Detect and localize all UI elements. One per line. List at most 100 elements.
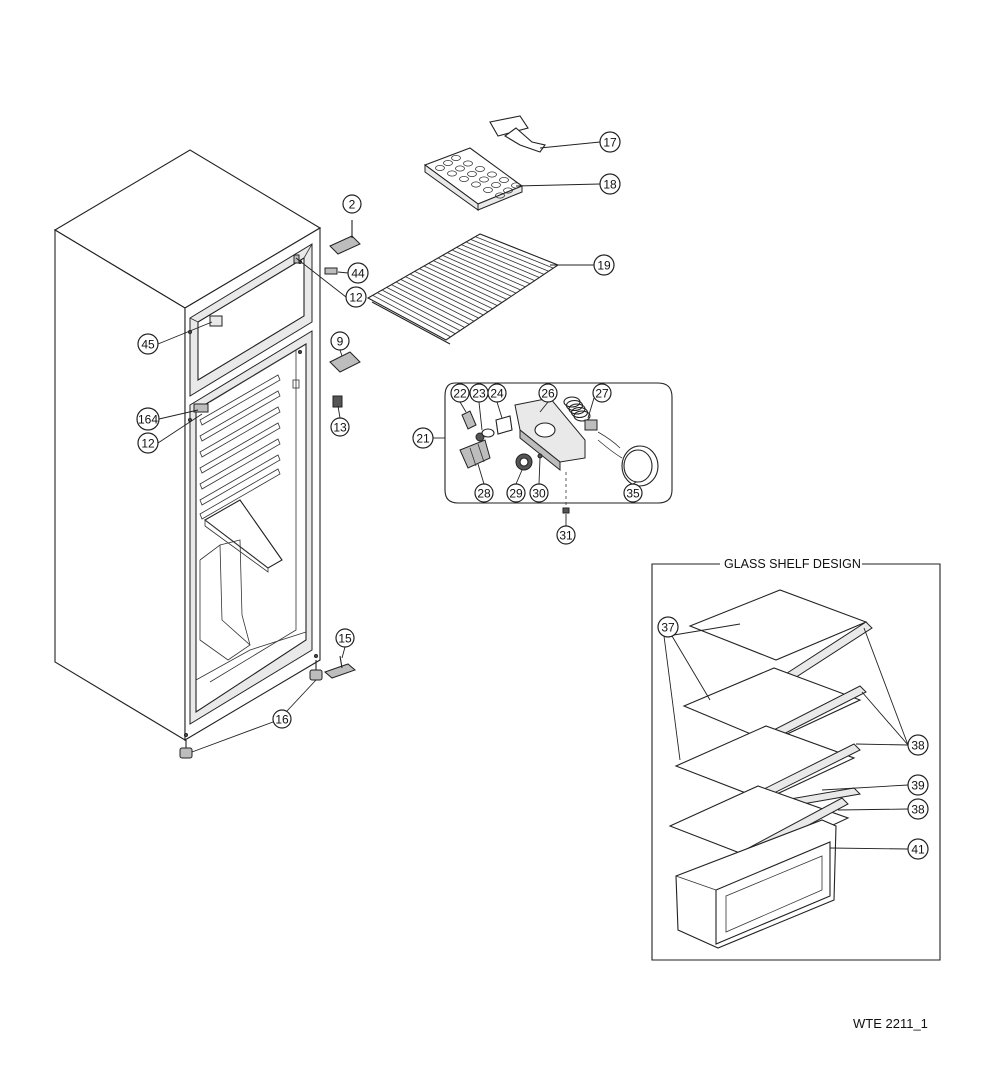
leader-line [477, 463, 485, 485]
callout-number: 22 [453, 387, 467, 401]
shelf-wire [465, 241, 545, 275]
tray-cell [471, 181, 481, 188]
tray-cell [495, 192, 505, 199]
callout-circle [474, 483, 494, 503]
callout-31: 31 [556, 514, 576, 545]
tray-cell [463, 160, 473, 167]
callout-circle [330, 331, 350, 351]
callout-circle [450, 383, 470, 403]
leader-line [837, 808, 909, 811]
callout-number: 15 [338, 632, 352, 646]
label-plate [209, 315, 223, 327]
callout-28: 28 [474, 463, 494, 503]
leader-line [496, 401, 503, 419]
leader-line [339, 349, 343, 357]
callout-circle [593, 254, 615, 276]
tray-cell [479, 176, 489, 183]
refrigerator-cabinet [53, 149, 322, 741]
leader-line [478, 401, 483, 431]
thermostat-assembly [459, 396, 659, 514]
leader-line [459, 401, 467, 413]
shelf-wire [447, 252, 526, 288]
callout-9: 9 [330, 331, 350, 357]
shelf-wire [475, 236, 554, 269]
shelf-wire [423, 265, 503, 303]
callout-circle [335, 628, 355, 648]
shelf-wire [456, 246, 535, 281]
callout-number: 9 [337, 335, 344, 349]
callout-164: 164 [136, 407, 199, 431]
leader-line [337, 405, 341, 419]
glass-shelf-section-title: GLASS SHELF DESIGN [724, 557, 861, 571]
callout-number: 164 [138, 413, 158, 427]
tray-cell [499, 176, 509, 183]
leader-line [157, 413, 203, 444]
callout-number: 38 [911, 739, 925, 753]
callout-17: 17 [539, 131, 621, 153]
tray-cell [483, 186, 493, 193]
tray-cell [467, 170, 477, 177]
callout-circle [347, 262, 369, 284]
callout-number: 37 [661, 621, 675, 635]
glass-shelf-parts [668, 589, 873, 949]
leader-line [295, 257, 347, 298]
callout-13: 13 [330, 405, 350, 437]
callout-18: 18 [515, 173, 621, 195]
callout-circle [137, 432, 159, 454]
callout-number: 44 [351, 267, 365, 281]
tray-cell [475, 165, 485, 172]
callout-24: 24 [487, 383, 507, 419]
tray-cell [447, 170, 457, 177]
leader-line [337, 271, 349, 274]
callout-number: 28 [477, 487, 491, 501]
callout-number: 38 [911, 803, 925, 817]
tray-cell [435, 164, 445, 171]
callout-circle [599, 173, 621, 195]
thermostat-assembly-frame [444, 382, 673, 504]
callout-circle [529, 483, 549, 503]
leader-line [539, 141, 601, 149]
callout-circle [657, 616, 679, 638]
tray-cell [491, 181, 501, 188]
callout-35: 35 [623, 481, 643, 503]
callout-number: 16 [275, 713, 289, 727]
callout-number: 13 [333, 421, 347, 435]
callout-number: 41 [911, 843, 925, 857]
callout-number: 12 [141, 437, 155, 451]
leader-line [663, 623, 741, 761]
callout-12: 12 [137, 413, 203, 454]
leader-line [515, 183, 601, 187]
callout-circle [907, 774, 929, 796]
drawing-code: WTE 2211_1 [853, 1016, 928, 1031]
shelf-wire [395, 281, 475, 322]
callout-circle [487, 383, 507, 403]
callout-number: 18 [603, 178, 617, 192]
callout-27: 27 [587, 383, 612, 419]
callout-number: 27 [595, 387, 609, 401]
shelf-wire [442, 254, 521, 291]
callout-circle [592, 383, 612, 403]
tray-cell [443, 159, 453, 166]
shelf-wire [372, 294, 451, 338]
door-switch [329, 351, 361, 408]
callout-circle [907, 734, 929, 756]
callout-number: 39 [911, 779, 925, 793]
callout-circle [272, 709, 292, 729]
wire-shelf [366, 233, 560, 345]
callout-number: 2 [349, 198, 356, 212]
callout-number: 23 [472, 387, 486, 401]
leader-line [157, 321, 213, 345]
callout-37: 37 [657, 616, 741, 761]
leader-line [855, 627, 909, 746]
callout-number: 29 [509, 487, 523, 501]
callout-39: 39 [821, 774, 929, 796]
leader-line [538, 457, 541, 485]
shelf-wire [381, 289, 461, 331]
callout-circle [506, 483, 526, 503]
leader-line [191, 679, 317, 753]
callout-16: 16 [191, 679, 317, 753]
callout-29: 29 [506, 469, 526, 503]
shelf-wire [377, 292, 456, 335]
callout-circle [136, 407, 160, 431]
